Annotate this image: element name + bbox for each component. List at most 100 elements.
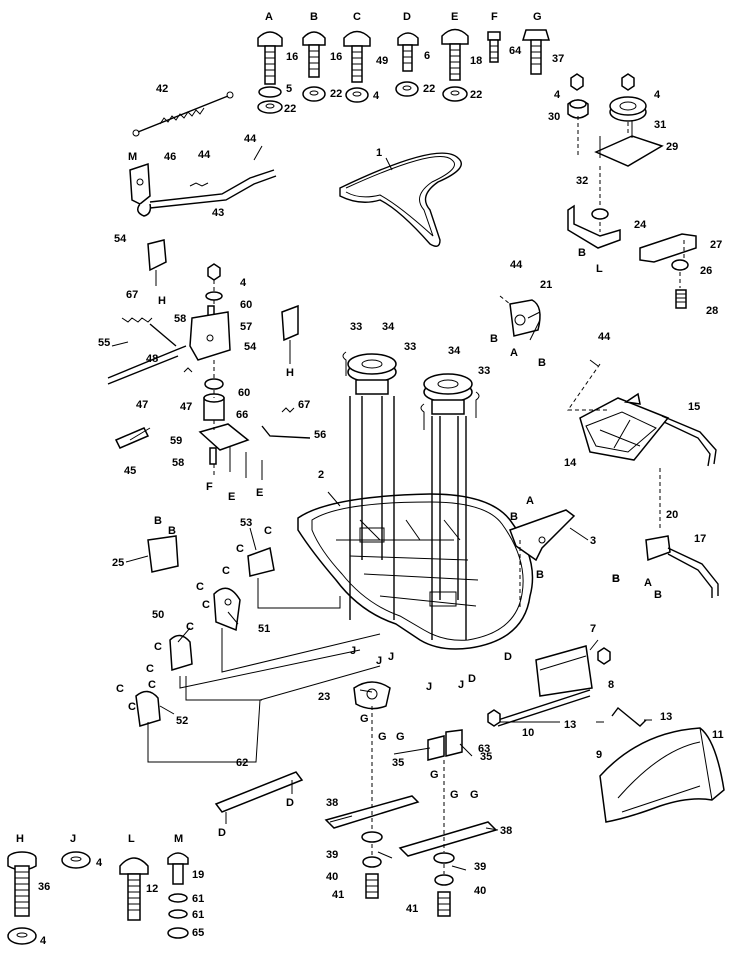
part-label: 47	[136, 399, 148, 411]
ref-label: A	[526, 495, 534, 507]
part-label: 58	[174, 313, 186, 325]
ref-label: C	[264, 525, 272, 537]
part-label: 34	[382, 321, 395, 333]
ref-label: C	[148, 679, 156, 691]
part-label: 42	[156, 83, 168, 95]
part-label: 51	[258, 623, 270, 635]
ref-label: B	[654, 589, 662, 601]
part-label: 33	[350, 321, 362, 333]
blade-assembly-left	[324, 681, 420, 899]
ref-label: B	[538, 357, 546, 369]
ref-label: A	[510, 347, 518, 359]
part-label: 13	[660, 711, 672, 723]
part-label: 64	[509, 45, 522, 57]
part-label: 44	[510, 259, 523, 271]
spindle-assembly-right	[420, 373, 480, 640]
ref-label: L	[596, 263, 603, 275]
part-label: 4	[654, 89, 661, 101]
part-label: 4	[373, 90, 380, 102]
part-label: 4	[96, 857, 103, 869]
carriage-bolt-a	[257, 31, 283, 114]
part-label: 55	[98, 337, 110, 349]
ref-label: C	[116, 683, 124, 695]
lift-link-assembly	[107, 239, 311, 480]
mower-deck-housing	[297, 493, 534, 650]
part-label: 5	[286, 83, 292, 95]
ref-label: J	[426, 681, 432, 693]
ref-label: B	[490, 333, 498, 345]
ref-label: G	[360, 713, 369, 725]
ref-label: M	[174, 833, 183, 845]
reference-letter-labels: A B C D E F G M B L H H B A B F E E A B …	[16, 11, 662, 845]
ref-label: D	[286, 797, 294, 809]
ref-label: E	[451, 11, 458, 23]
ref-label: B	[612, 573, 620, 585]
part-label: 43	[212, 207, 224, 219]
part-label: 52	[176, 715, 188, 727]
part-label: 17	[694, 533, 706, 545]
ref-label: C	[236, 543, 244, 555]
part-label: 44	[198, 149, 211, 161]
ref-label: A	[644, 577, 652, 589]
ref-label: J	[388, 651, 394, 663]
part-label: 62	[236, 757, 248, 769]
part-label: 34	[448, 345, 461, 357]
part-label: 22	[330, 88, 342, 100]
part-label: 18	[470, 55, 482, 67]
deck-support-bar	[214, 771, 304, 824]
ref-label: D	[403, 11, 411, 23]
ref-label: J	[376, 655, 382, 667]
part-label: 54	[244, 341, 257, 353]
part-label: 38	[326, 797, 338, 809]
part-label: 61	[192, 893, 204, 905]
ref-label: C	[186, 621, 194, 633]
part-label: 47	[180, 401, 192, 413]
part-label: 37	[552, 53, 564, 65]
hardware-row-bottom	[7, 851, 189, 945]
part-label: 23	[318, 691, 330, 703]
ref-label: E	[228, 491, 235, 503]
leader-lines	[111, 145, 599, 871]
ref-label: H	[286, 367, 294, 379]
ref-label: C	[353, 11, 361, 23]
part-label: 31	[654, 119, 666, 131]
blade-assembly-right	[398, 729, 498, 917]
ref-label: B	[310, 11, 318, 23]
part-label: 22	[470, 89, 482, 101]
idler-bracket-assembly	[567, 73, 697, 309]
part-label: 21	[540, 279, 552, 291]
carriage-bolt-c	[343, 30, 371, 103]
part-label: 19	[192, 869, 204, 881]
part-label: 28	[706, 305, 718, 317]
part-label: 59	[170, 435, 182, 447]
part-label: 35	[480, 751, 492, 763]
part-label: 61	[192, 909, 204, 921]
part-label: 32	[576, 175, 588, 187]
part-label: 26	[700, 265, 712, 277]
part-label: 30	[548, 111, 560, 123]
ref-label: G	[396, 731, 405, 743]
part-label: 25	[112, 557, 124, 569]
part-label: 50	[152, 609, 164, 621]
part-label: 33	[404, 341, 416, 353]
ref-label: G	[378, 731, 387, 743]
part-label: 44	[598, 331, 611, 343]
part-label: 41	[406, 903, 418, 915]
part-label: 41	[332, 889, 344, 901]
ref-label: B	[612, 573, 620, 585]
part-label: 6	[424, 50, 430, 62]
ref-label: D	[218, 827, 226, 839]
part-label: 57	[240, 321, 252, 333]
carriage-bolt-d	[395, 32, 419, 97]
part-label: 60	[240, 299, 252, 311]
part-label: 53	[240, 517, 252, 529]
part-label: 2	[318, 469, 324, 481]
part-label: 16	[286, 51, 298, 63]
ref-label: J	[458, 679, 464, 691]
part-label: 39	[474, 861, 486, 873]
part-label: 60	[238, 387, 250, 399]
part-label: 7	[590, 623, 596, 635]
ref-label: F	[206, 481, 213, 493]
carriage-bolt-e	[441, 28, 469, 102]
